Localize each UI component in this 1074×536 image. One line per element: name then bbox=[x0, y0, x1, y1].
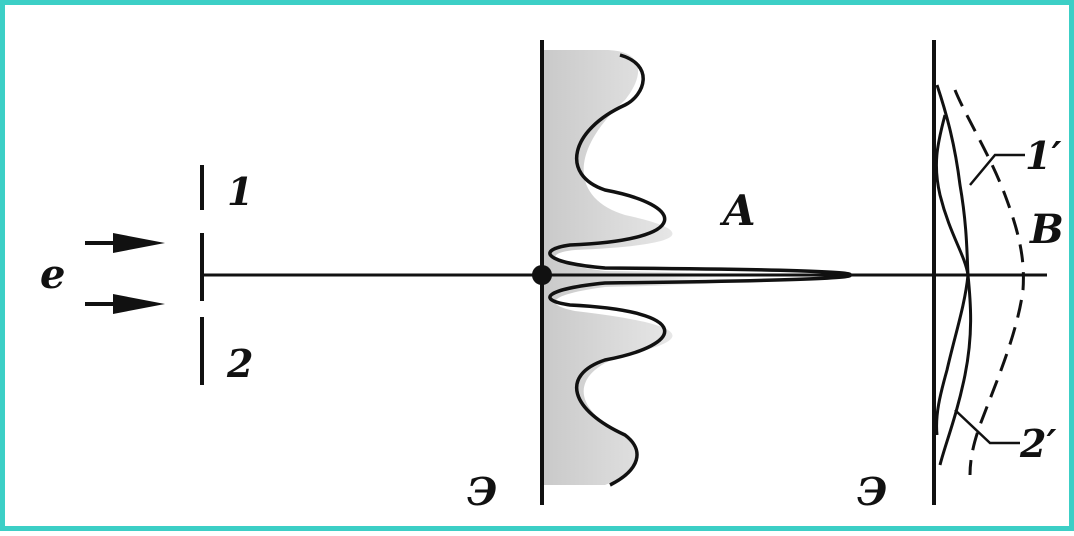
label-screen-right: Э bbox=[857, 469, 887, 514]
electron-arrow-top bbox=[85, 233, 165, 253]
label-screen-left: Э bbox=[467, 469, 497, 514]
center-dot bbox=[532, 265, 552, 285]
electron-arrow-bottom bbox=[85, 294, 165, 314]
leader-2-prime bbox=[954, 409, 1020, 445]
label-slit-1: 1 bbox=[227, 169, 253, 214]
label-slit-2: 2 bbox=[226, 341, 253, 386]
curve-2-prime bbox=[934, 114, 973, 466]
leader-1-prime bbox=[969, 153, 1025, 186]
label-pattern-a: A bbox=[719, 186, 756, 235]
label-curve-1-prime: 1′ bbox=[1025, 133, 1061, 178]
double-slit-diagram: e 1 2 A B 1′ 2′ Э Э bbox=[40, 40, 1064, 514]
intensity-shading bbox=[542, 50, 755, 485]
label-curve-2-prime: 2′ bbox=[1019, 421, 1056, 466]
interference-curve-a bbox=[548, 53, 852, 487]
dashed-envelope-b bbox=[953, 89, 1025, 476]
label-electrons: e bbox=[40, 251, 65, 298]
label-pattern-b: B bbox=[1029, 206, 1064, 253]
